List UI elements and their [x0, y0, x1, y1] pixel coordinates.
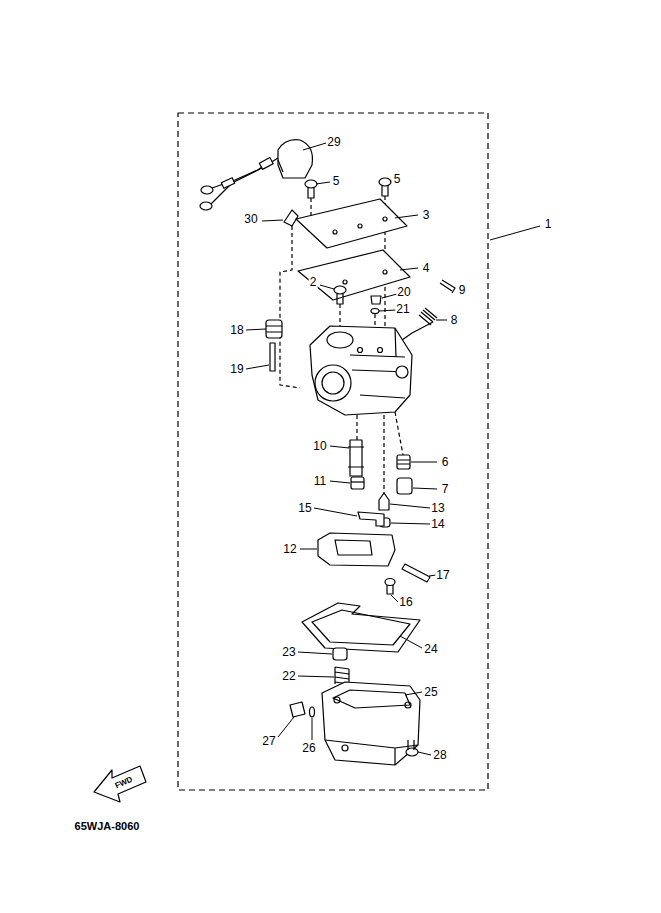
callout-number: 18	[229, 323, 244, 337]
callout-number: 27	[261, 734, 276, 748]
callout-number: 24	[423, 642, 438, 656]
callout-number: 17	[435, 568, 450, 582]
callout-number: 14	[430, 517, 445, 531]
callout-number: 2	[309, 275, 318, 289]
callout-number: 30	[243, 212, 258, 226]
callout-number: 16	[398, 595, 413, 609]
callout-number: 3	[422, 208, 431, 222]
callout-number: 23	[281, 645, 296, 659]
callout-number: 11	[313, 474, 327, 488]
callout-number: 5	[332, 174, 341, 188]
callout-number: 25	[423, 685, 438, 699]
callout-number: 28	[432, 748, 447, 762]
callout-number: 12	[282, 542, 297, 556]
drawing-code: 65WJA-8060	[74, 820, 141, 833]
callout-number: 15	[297, 501, 312, 515]
callout-number: 1	[544, 217, 553, 231]
callout-number: 8	[450, 313, 459, 327]
callout-number: 5	[393, 172, 402, 186]
callout-number: 19	[229, 362, 244, 376]
callout-number: 7	[441, 482, 450, 496]
callout-number: 13	[430, 501, 445, 515]
callout-number: 6	[441, 455, 450, 469]
callout-number: 9	[458, 283, 467, 297]
callout-number: 4	[422, 261, 431, 275]
callout-number: 21	[395, 302, 410, 316]
callout-number: 20	[396, 285, 411, 299]
callout-number: 10	[312, 439, 327, 453]
callout-number: 26	[301, 741, 316, 755]
callout-number: 22	[281, 669, 296, 683]
callout-number: 29	[326, 135, 341, 149]
